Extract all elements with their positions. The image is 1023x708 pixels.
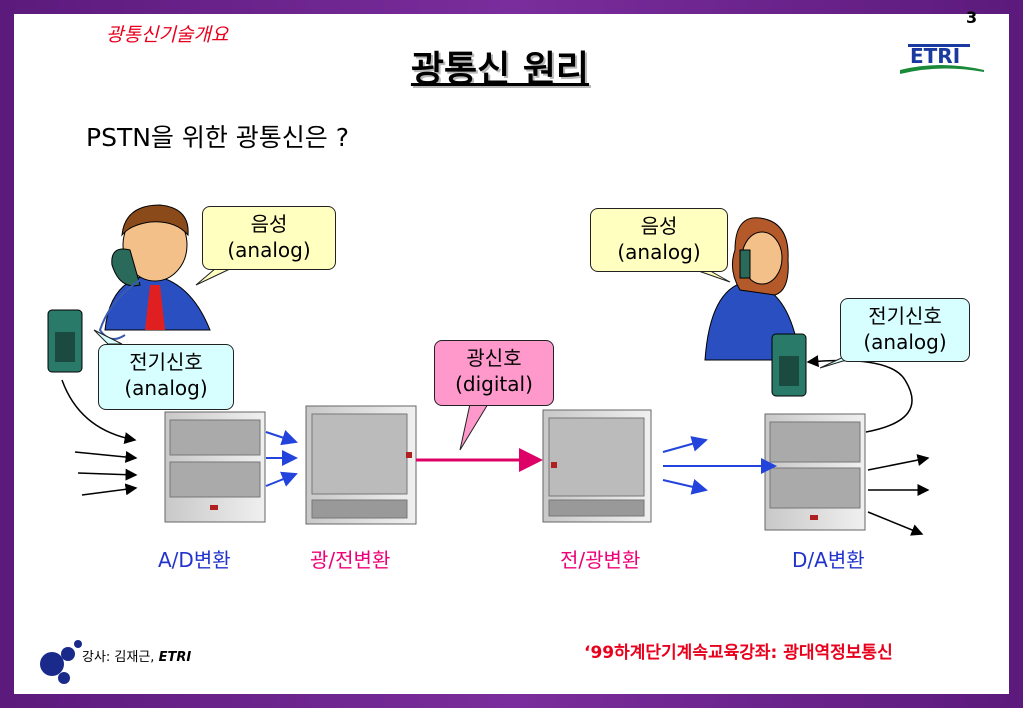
question-text: PSTN을 위한 광통신은 ? [86, 123, 350, 152]
slide-title: 광통신 원리 [410, 49, 590, 90]
page-number: 3 [966, 8, 978, 27]
tail-optical [459, 403, 489, 451]
lecturer-text: 강사: 김재근, [82, 650, 159, 665]
bubble-voice-left-line1: 음성 [250, 212, 288, 236]
bubble-voice-right-line2: (analog) [617, 240, 701, 264]
lecturer-org: ETRI [158, 650, 192, 665]
left-telephone [47, 309, 83, 373]
right-telephone [771, 333, 807, 397]
label-eo-conversion: 전/광변환 [560, 548, 641, 572]
man-on-phone-figure [98, 204, 211, 340]
bubble-optical: 광신호 (digital) [434, 340, 554, 406]
tail-elec-left [93, 329, 123, 345]
bubble-elec-left-line2: (analog) [124, 376, 208, 400]
bubble-voice-right: 음성 (analog) [590, 208, 728, 272]
bubble-elec-left-line1: 전기신호 [129, 350, 203, 374]
svg-text:ETRI: ETRI [910, 44, 960, 68]
input-arrows [61, 379, 138, 496]
ad-converter-rack [164, 411, 266, 523]
etri-logo: ETRI [900, 44, 984, 74]
optical-electrical-rack-left [305, 405, 417, 525]
footer-logo-icon [40, 640, 82, 684]
bubble-elec-right-line2: (analog) [863, 330, 947, 354]
blue-arrows-right [662, 436, 777, 495]
da-converter-rack [764, 413, 866, 531]
blue-arrows-left [265, 429, 298, 487]
bubble-elec-left: 전기신호 (analog) [98, 344, 234, 410]
label-da-conversion: D/A변환 [792, 548, 865, 572]
tail-voice-left [195, 267, 233, 286]
bubble-voice-left-line2: (analog) [227, 238, 311, 262]
bubble-voice-right-line1: 음성 [640, 214, 678, 238]
slide-topic: 광통신기술개요 [106, 24, 229, 46]
footer-course: ‘99하계단기계속교육강좌: 광대역정보통신 [584, 643, 893, 663]
bubble-optical-line1: 광신호 [466, 346, 522, 370]
label-oe-conversion: 광/전변환 [310, 548, 391, 572]
bubble-elec-right: 전기신호 (analog) [840, 298, 970, 362]
bubble-elec-right-line1: 전기신호 [868, 304, 942, 328]
footer-lecturer: 강사: 김재근, ETRI [82, 646, 191, 665]
label-ad-conversion: A/D변환 [158, 548, 231, 572]
bubble-optical-line2: (digital) [455, 372, 533, 396]
bubble-voice-left: 음성 (analog) [202, 206, 336, 270]
electrical-optical-rack-right [542, 409, 652, 523]
